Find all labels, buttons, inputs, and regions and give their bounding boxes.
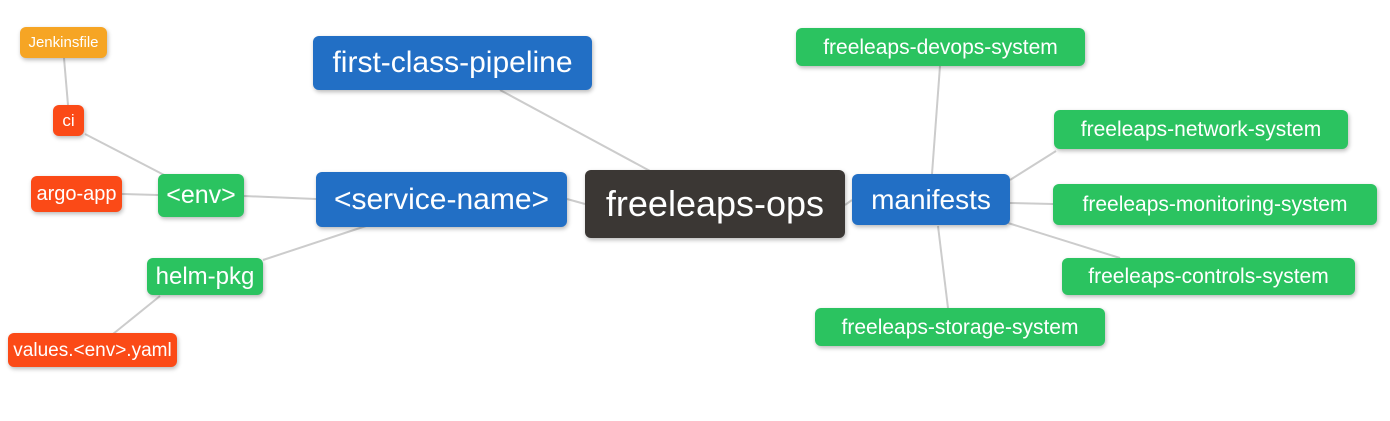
node-freeleaps-controls-system[interactable]: freeleaps-controls-system <box>1062 258 1355 295</box>
edge-manifests-devops <box>931 65 941 175</box>
edge-ci-env <box>84 133 169 178</box>
node-service-name[interactable]: <service-name> <box>316 172 567 227</box>
node-freeleaps-storage-system[interactable]: freeleaps-storage-system <box>815 308 1105 346</box>
node-freeleaps-monitoring-system[interactable]: freeleaps-monitoring-system <box>1053 184 1377 225</box>
edge-manifests-controls <box>1007 222 1121 259</box>
edge-env-service-name <box>243 195 317 200</box>
edge-values-helm-pkg <box>112 295 161 335</box>
node-freeleaps-ops[interactable]: freeleaps-ops <box>585 170 845 238</box>
node-manifests[interactable]: manifests <box>852 174 1010 225</box>
edge-manifests-storage <box>937 225 949 309</box>
node-ci[interactable]: ci <box>53 105 84 136</box>
edge-jenkinsfile-ci <box>63 57 69 106</box>
edge-ops-manifests <box>844 199 853 206</box>
edge-argo-app-env <box>121 193 159 196</box>
edge-service-name-ops <box>566 198 586 205</box>
node-first-class-pipeline[interactable]: first-class-pipeline <box>313 36 592 90</box>
node-values-env-yaml[interactable]: values.<env>.yaml <box>8 333 177 367</box>
node-freeleaps-devops-system[interactable]: freeleaps-devops-system <box>796 28 1085 66</box>
node-argo-app[interactable]: argo-app <box>31 176 122 212</box>
node-env[interactable]: <env> <box>158 174 244 217</box>
node-freeleaps-network-system[interactable]: freeleaps-network-system <box>1054 110 1348 149</box>
edge-manifests-monitoring <box>1009 202 1054 205</box>
edge-manifests-network <box>1009 150 1057 181</box>
node-helm-pkg[interactable]: helm-pkg <box>147 258 263 295</box>
edge-helm-pkg-service-name <box>262 225 367 261</box>
edge-pipeline-ops <box>499 89 651 172</box>
node-jenkinsfile[interactable]: Jenkinsfile <box>20 27 107 58</box>
